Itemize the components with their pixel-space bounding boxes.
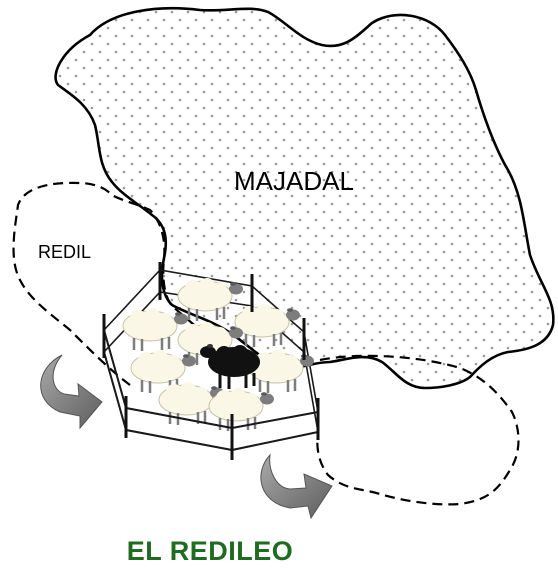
move-arrow-bottom — [260, 453, 333, 520]
black-sheep — [200, 344, 260, 389]
diagram-caption: EL REDILEO — [126, 536, 294, 566]
redil-area — [12, 181, 201, 386]
majadal-label: MAJADAL — [234, 166, 354, 196]
redil-label: REDIL — [38, 242, 91, 262]
next-fold-area — [316, 354, 520, 506]
fence-posts — [102, 262, 320, 460]
move-arrow-left — [40, 354, 103, 430]
fence-front — [103, 329, 319, 451]
